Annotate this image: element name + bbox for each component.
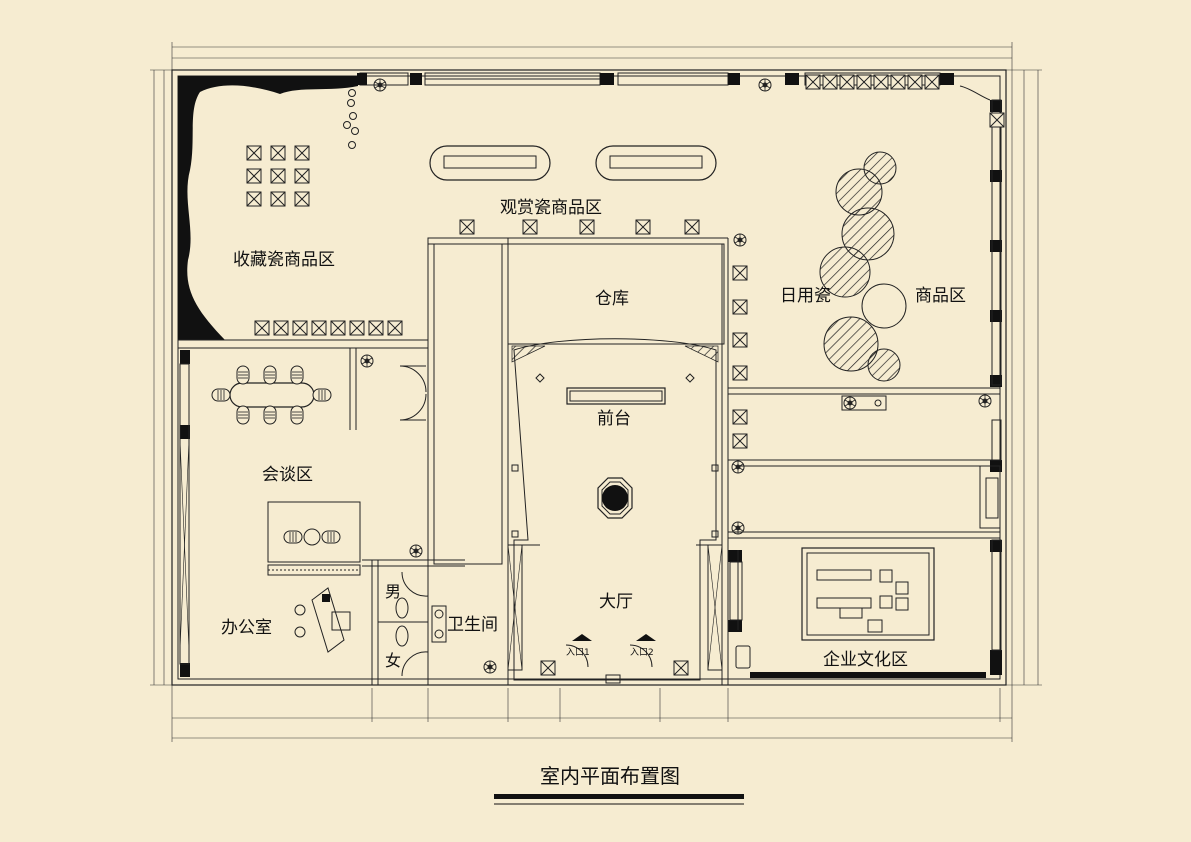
page-title: 室内平面布置图 xyxy=(540,764,680,788)
label-toilet: 卫生间 xyxy=(447,615,498,635)
display-capsules xyxy=(429,145,717,181)
toilet-fixtures xyxy=(395,597,447,647)
office-desk xyxy=(294,587,351,653)
outer-walls xyxy=(171,69,1007,686)
label-male: 男 xyxy=(385,582,401,601)
lobby-ornaments xyxy=(511,345,719,363)
decor-circles xyxy=(343,89,359,149)
interior-walls xyxy=(178,237,1001,686)
culture-display xyxy=(801,547,935,641)
reception-lobby-furniture xyxy=(511,373,719,684)
label-reception: 前台 xyxy=(597,409,631,429)
label-entrance-2: 入口2 xyxy=(630,647,654,658)
label-daily-ware: 日用瓷 xyxy=(780,286,831,306)
collection-display-wall xyxy=(178,76,358,340)
label-office: 办公室 xyxy=(221,618,272,638)
right-furniture xyxy=(735,395,999,678)
label-warehouse: 仓库 xyxy=(595,289,629,309)
label-culture-area: 企业文化区 xyxy=(823,650,908,670)
label-viewing-area: 观赏瓷商品区 xyxy=(500,198,602,218)
title-underline xyxy=(494,794,744,799)
daily-ware-displays xyxy=(819,151,907,382)
label-entrance-1: 入口1 xyxy=(566,647,590,658)
label-female: 女 xyxy=(385,651,401,670)
label-collection-area: 收藏瓷商品区 xyxy=(233,250,335,270)
label-lobby: 大厅 xyxy=(599,592,633,612)
sofa-group xyxy=(267,501,361,576)
meeting-table xyxy=(211,365,332,425)
label-meeting-area: 会谈区 xyxy=(262,465,313,485)
doors xyxy=(399,365,429,677)
label-daily-goods-area: 商品区 xyxy=(915,286,966,306)
